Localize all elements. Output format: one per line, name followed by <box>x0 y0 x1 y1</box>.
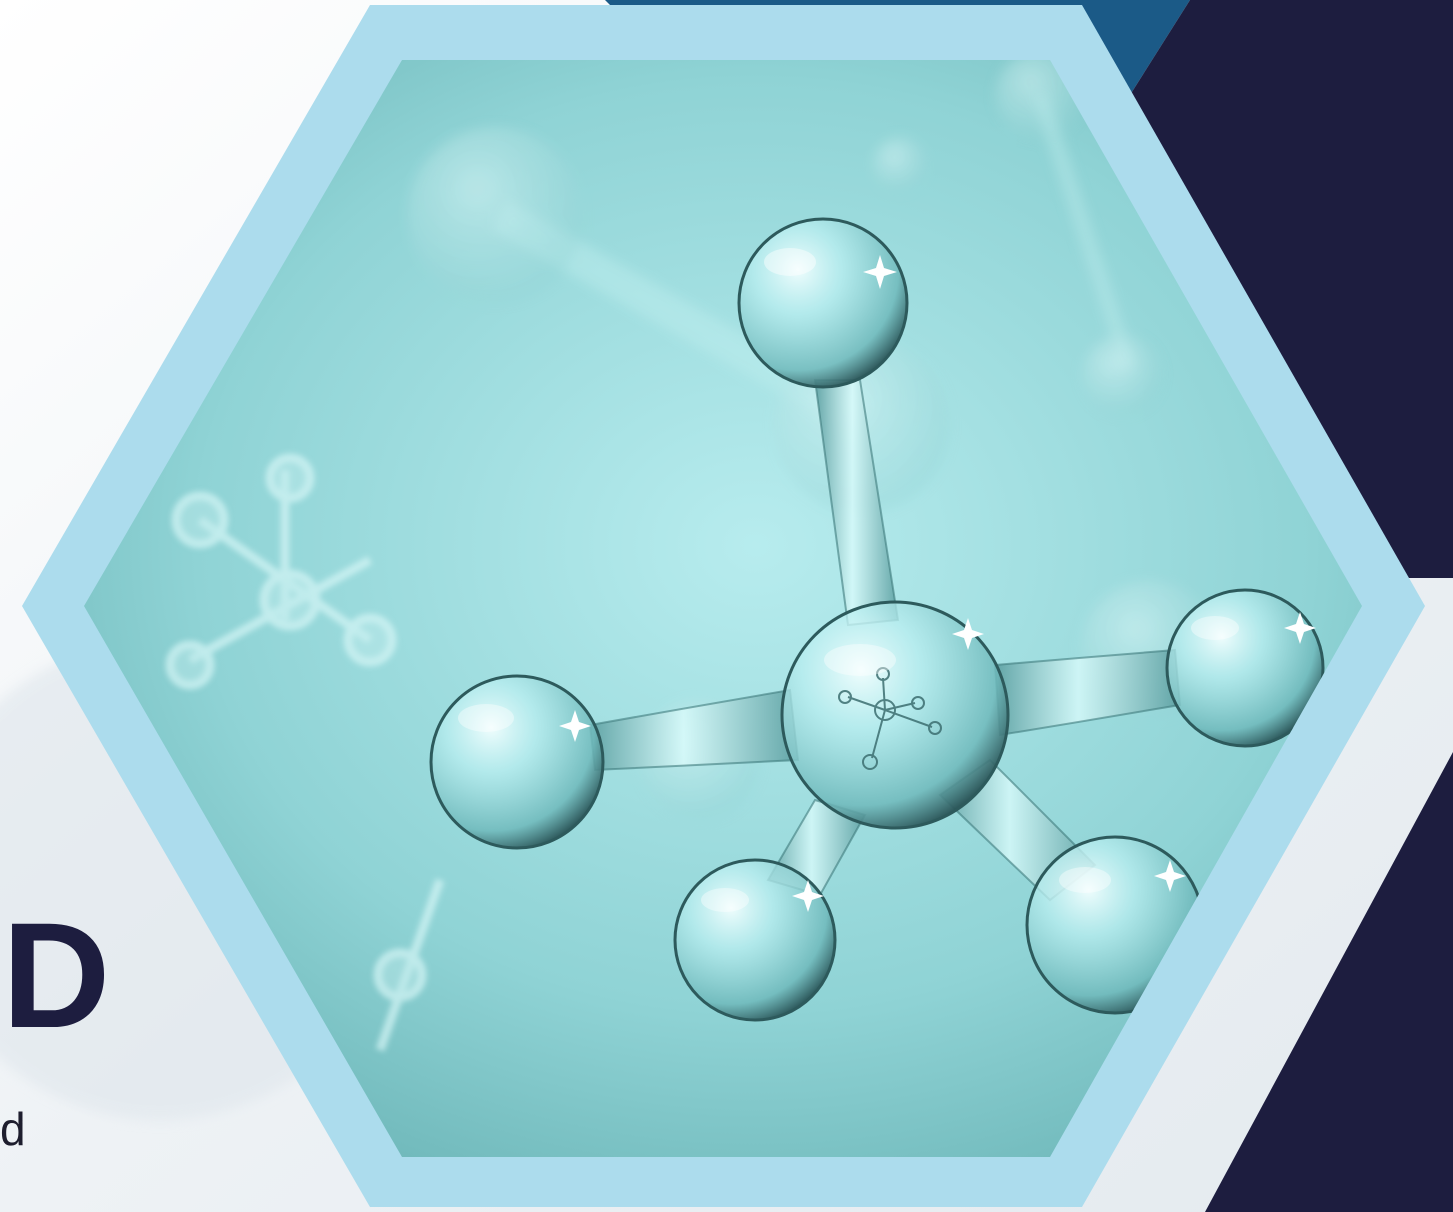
slide-subtext-fragment: d <box>0 1103 26 1155</box>
molecule-atoms <box>429 217 1325 1022</box>
navy-top-block <box>1130 0 1453 578</box>
navy-bottom-wedge <box>1205 752 1453 1212</box>
sparkle-icon <box>559 255 1316 912</box>
slide-heading-fragment: D <box>2 891 110 1059</box>
